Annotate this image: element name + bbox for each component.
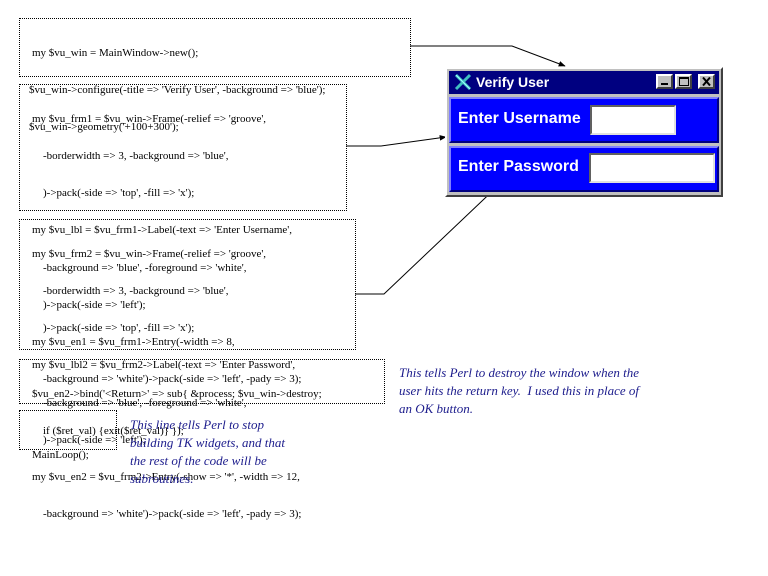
username-label: Enter Username — [458, 110, 581, 127]
verify-user-window: Verify User Enter Username Enter Passwor… — [445, 67, 723, 197]
code-line: -borderwidth => 3, -background => 'blue'… — [32, 150, 229, 163]
password-label: Enter Password — [458, 158, 579, 175]
code-line: )->pack(-side => 'top', -fill => 'x'); — [32, 187, 195, 200]
arrow-frame2 — [355, 181, 503, 295]
code-line: -background => 'white')->pack(-side => '… — [32, 508, 302, 521]
code-line: my $vu_frm2 = $vu_win->Frame(-relief => … — [32, 247, 267, 260]
note-return-key: This tells Perl to destroy the window wh… — [399, 365, 640, 416]
code-block-bind-return: $vu_en2->bind('<Return>' => sub{ &proces… — [19, 359, 385, 437]
code-line: MainLoop(); — [32, 448, 89, 461]
code-block-mainwindow: my $vu_win = MainWindow->new(); $vu_win-… — [19, 18, 411, 133]
password-frame: Enter Password — [449, 146, 719, 192]
code-line: )->pack(-side => 'top', -fill => 'x'); — [32, 322, 195, 335]
code-line: )->pack(-side => 'left'); — [32, 298, 146, 311]
code-line: -background => 'blue', -foreground => 'w… — [32, 396, 247, 409]
note-mainloop: This line tells Perl to stop building TK… — [130, 417, 285, 486]
code-line: my $vu_lbl2 = $vu_frm2->Label(-text => '… — [32, 359, 296, 372]
code-line: -borderwidth => 3, -background => 'blue'… — [32, 285, 229, 298]
close-button[interactable] — [698, 74, 715, 89]
username-frame: Enter Username — [449, 97, 719, 143]
code-line: my $vu_lbl = $vu_frm1->Label(-text => 'E… — [32, 224, 293, 237]
code-line: my $vu_win = MainWindow->new(); — [32, 46, 199, 59]
x-logo-icon — [454, 73, 472, 94]
code-line: -background => 'white')->pack(-side => '… — [32, 373, 302, 386]
window-title: Verify User — [476, 74, 550, 90]
code-line: my $vu_en1 = $vu_frm1->Entry(-width => 8… — [32, 336, 235, 349]
minimize-button[interactable] — [656, 74, 673, 89]
code-line: $vu_en2->bind('<Return>' => sub{ &proces… — [32, 387, 322, 400]
code-line: )->pack(-side => 'left'); — [32, 433, 146, 446]
code-block-frame2: my $vu_frm2 = $vu_win->Frame(-relief => … — [19, 219, 356, 520]
code-line: -background => 'blue', -foreground => 'w… — [32, 261, 247, 274]
code-line: $vu_win->geometry('+100+300'); — [29, 121, 179, 134]
code-block-frame1: my $vu_frm1 = $vu_win->Frame(-relief => … — [19, 84, 347, 385]
password-input[interactable] — [589, 153, 715, 183]
maximize-button[interactable] — [675, 74, 692, 89]
arrow-frame1 — [346, 135, 447, 147]
window-titlebar[interactable]: Verify User — [449, 71, 719, 94]
code-line: $vu_win->configure(-title => 'Verify Use… — [29, 84, 326, 97]
arrow-window-config — [410, 45, 566, 67]
code-line: my $vu_en2 = $vu_frm2->Entry(-show => '*… — [32, 471, 300, 484]
username-input[interactable] — [590, 105, 676, 135]
code-block-mainloop: MainLoop(); — [19, 410, 117, 461]
code-line: my $vu_frm1 = $vu_win->Frame(-relief => … — [32, 112, 267, 125]
